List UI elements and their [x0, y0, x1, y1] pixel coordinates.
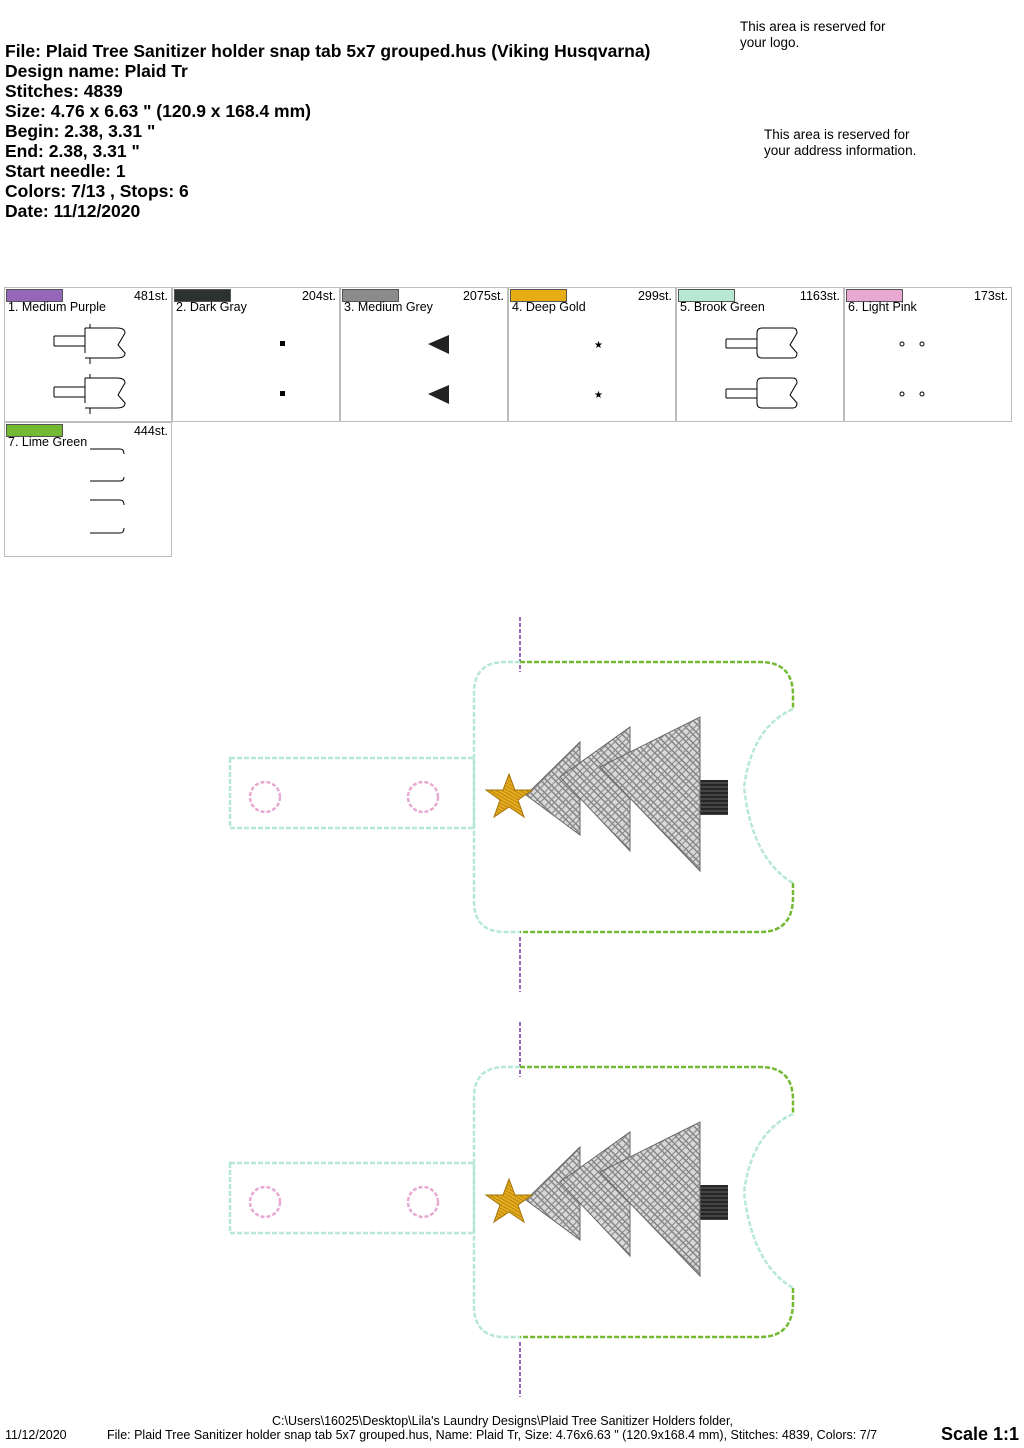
stitch-count: 1163st.: [799, 289, 840, 303]
size-line: Size: 4.76 x 6.63 " (120.9 x 168.4 mm): [5, 101, 311, 121]
color-swatch: [342, 289, 399, 302]
stitch-count: 444st.: [133, 424, 168, 438]
color-name: 6. Light Pink: [848, 300, 917, 314]
svg-text:★: ★: [594, 390, 603, 401]
tree-icon: [428, 335, 449, 404]
color-swatch: [6, 424, 63, 437]
logo-placeholder: This area is reserved for your logo.: [740, 19, 886, 50]
holder-design-2: [228, 1020, 795, 1399]
holder-design-1: [228, 615, 795, 994]
purple-outline-icon: [53, 324, 126, 414]
footer-path: C:\Users\16025\Desktop\Lila's Laundry De…: [272, 1414, 733, 1428]
holder-outline-icon: [725, 327, 798, 409]
color-cell-3: 2075st. 3. Medium Grey: [340, 287, 508, 422]
color-name: 1. Medium Purple: [8, 300, 106, 314]
footer-date: 11/12/2020: [5, 1428, 67, 1442]
stitch-count: 481st.: [133, 289, 168, 303]
design-info: File: Plaid Tree Sanitizer holder snap t…: [5, 41, 650, 221]
stitch-count: 204st.: [301, 289, 336, 303]
begin-line: Begin: 2.38, 3.31 ": [5, 121, 156, 141]
start-needle-line: Start needle: 1: [5, 161, 126, 181]
color-cell-6: 173st. 6. Light Pink: [844, 287, 1012, 422]
color-name: 7. Lime Green: [8, 435, 88, 449]
color-swatch: [846, 289, 903, 302]
color-swatch: [510, 289, 567, 302]
colors-line: Colors: 7/13 , Stops: 6: [5, 181, 189, 201]
color-cell-2: 204st. 2. Dark Gray: [172, 287, 340, 422]
stitch-count: 299st.: [637, 289, 672, 303]
color-cell-1: 481st. 1. Medium Purple: [4, 287, 172, 422]
end-line: End: 2.38, 3.31 ": [5, 141, 140, 161]
stitch-count: 2075st.: [462, 289, 504, 303]
stitches-line: Stitches: 4839: [5, 81, 123, 101]
embroidery-preview: [228, 615, 795, 1399]
file-line: File: Plaid Tree Sanitizer holder snap t…: [5, 41, 651, 61]
stitch-count: 173st.: [973, 289, 1008, 303]
color-cell-4: 299st. 4. Deep Gold ★ ★: [508, 287, 676, 422]
color-name: 5. Brook Green: [680, 300, 765, 314]
edge-lines-icon: [90, 448, 125, 534]
color-name: 3. Medium Grey: [344, 300, 433, 314]
snap-circle-icon: [899, 341, 925, 397]
footer-summary: File: Plaid Tree Sanitizer holder snap t…: [107, 1428, 878, 1442]
color-swatch: [174, 289, 231, 302]
date-line: Date: 11/12/2020: [5, 201, 141, 221]
color-name: 2. Dark Gray: [176, 300, 247, 314]
design-name-line: Design name: Plaid Tr: [5, 61, 188, 81]
scale-label: Scale 1:1: [940, 1424, 1019, 1444]
star-icon: ★ ★: [594, 340, 603, 401]
color-swatch: [678, 289, 735, 302]
color-name: 4. Deep Gold: [512, 300, 586, 314]
svg-text:★: ★: [594, 340, 603, 351]
color-cell-7: 444st. 7. Lime Green: [4, 422, 172, 557]
square-icon: [280, 341, 285, 396]
address-placeholder: This area is reserved for your address i…: [764, 127, 917, 158]
color-cell-5: 1163st. 5. Brook Green: [676, 287, 844, 422]
color-swatch: [6, 289, 63, 302]
